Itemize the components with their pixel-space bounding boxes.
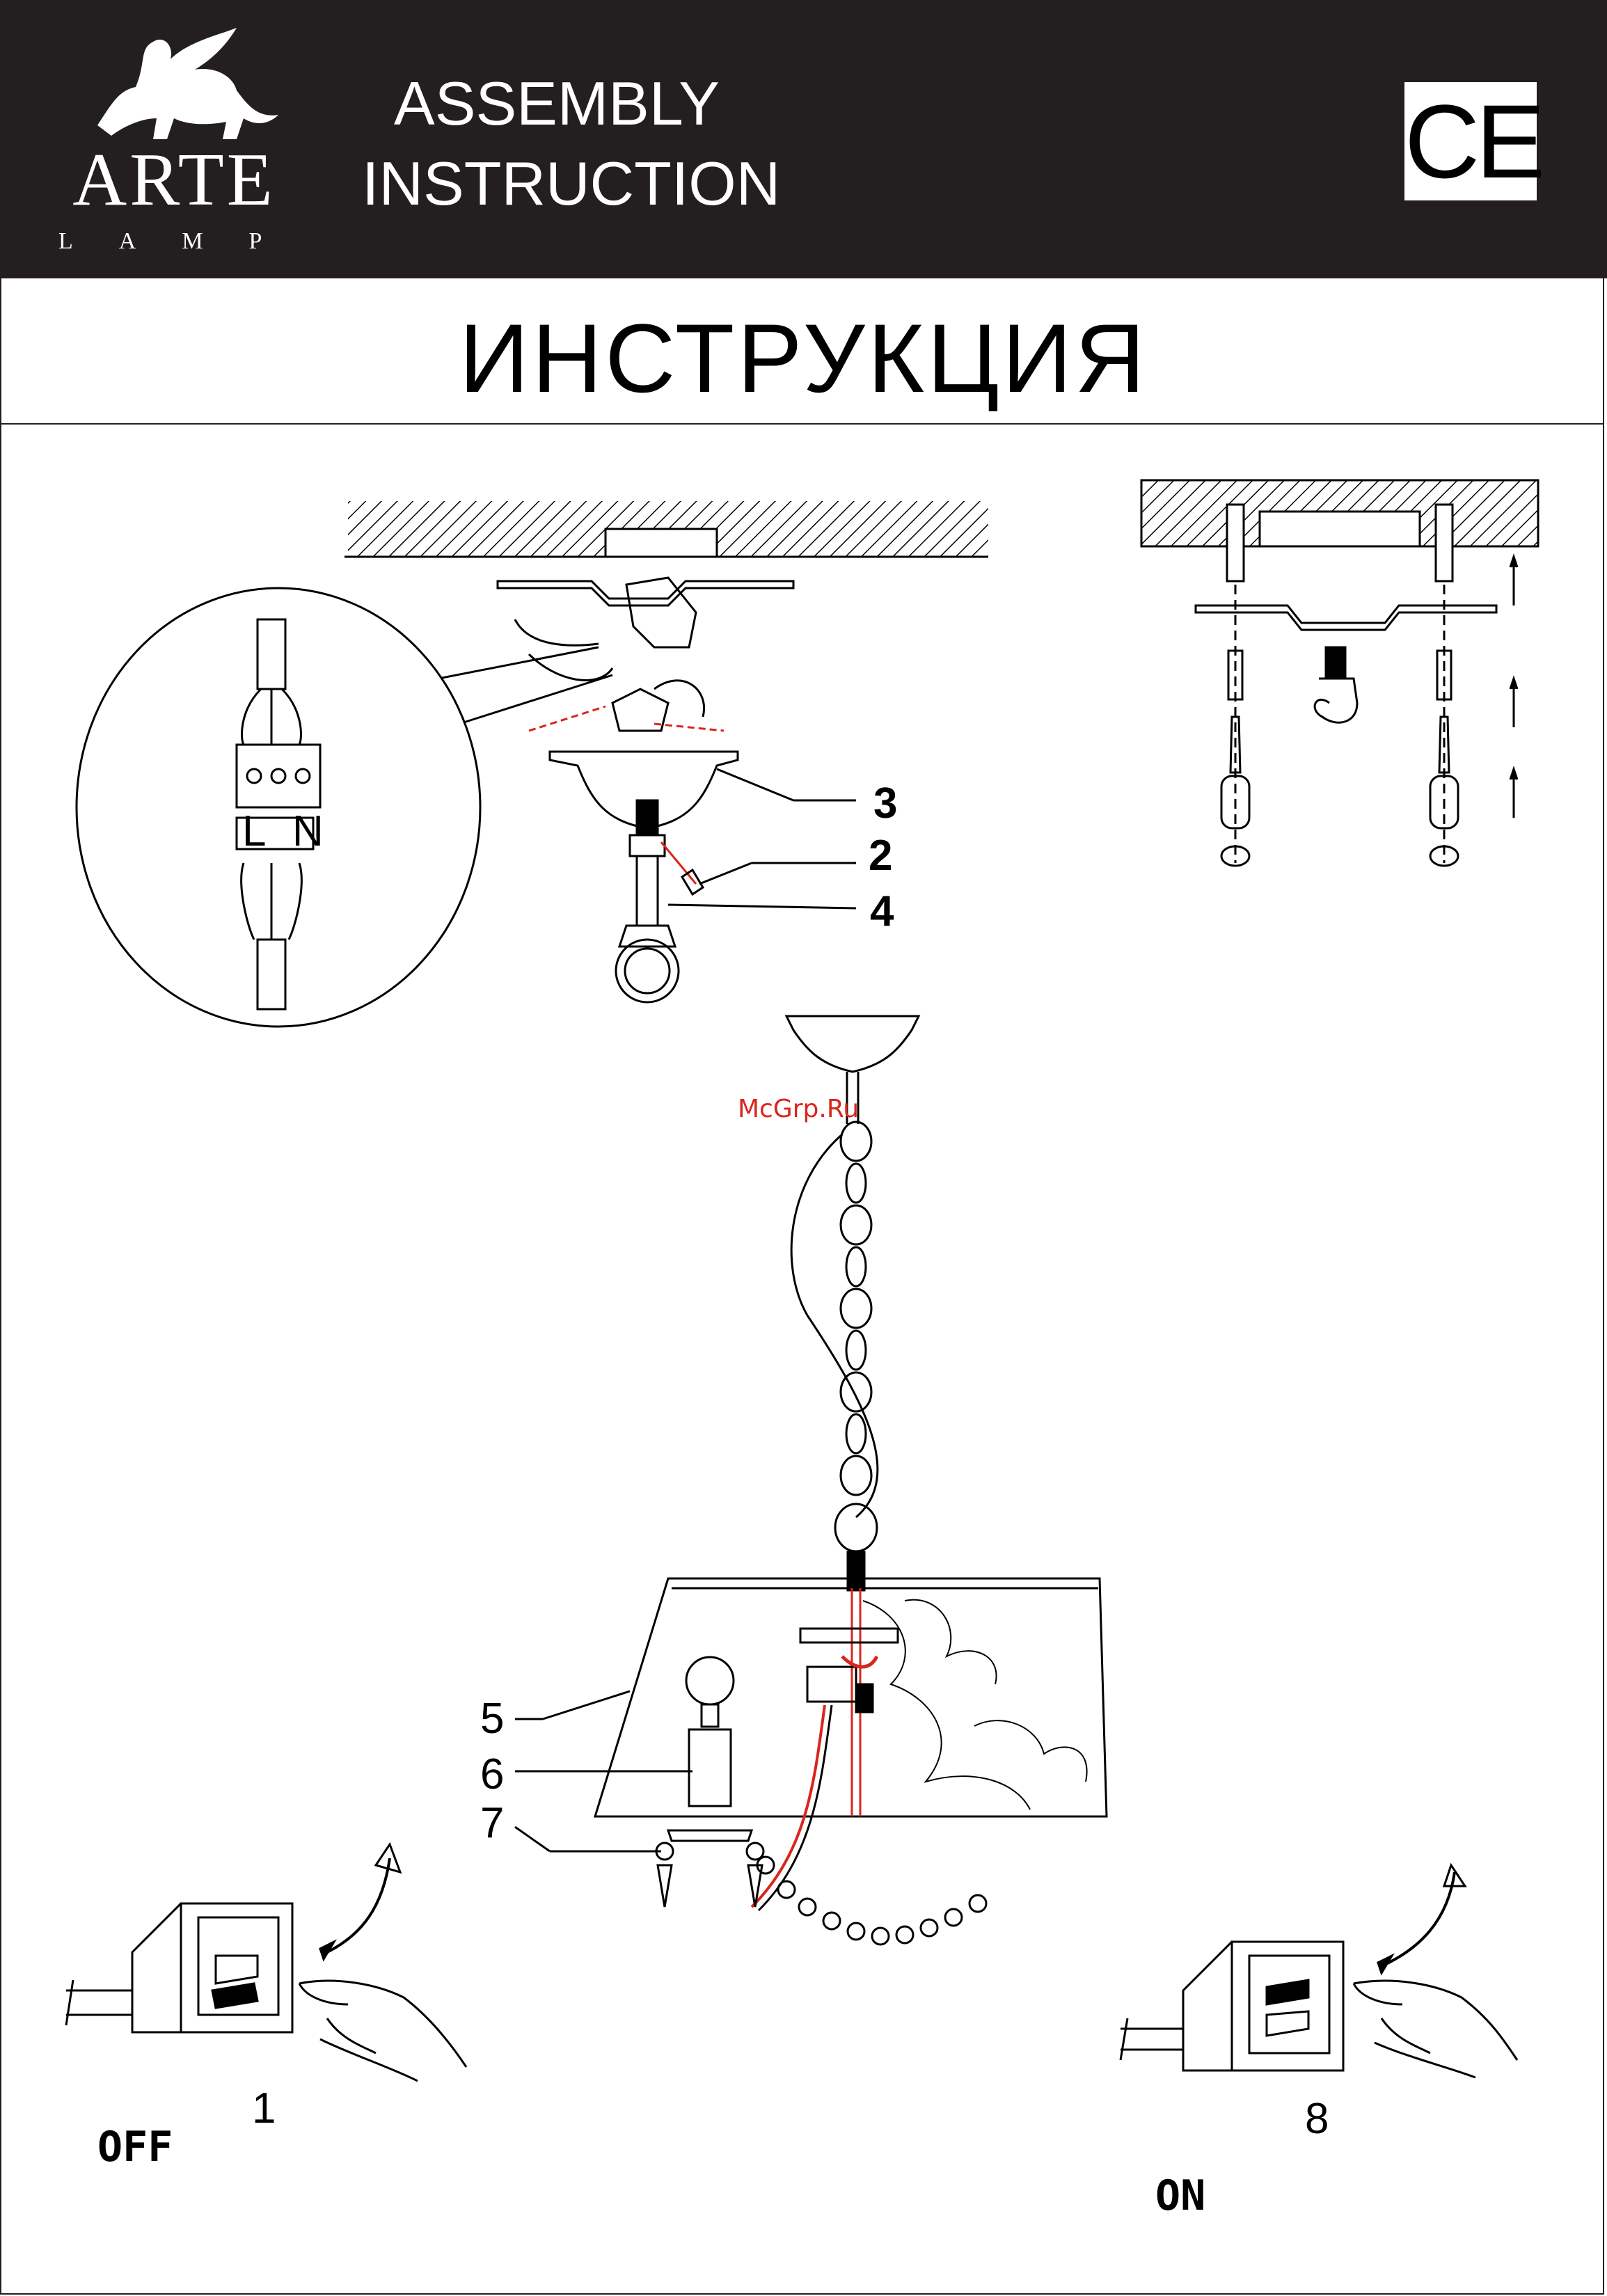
- chandelier-diagram: [515, 1016, 1107, 1945]
- switch-on-diagram: [1121, 1865, 1517, 2077]
- step-1-number: 1: [252, 2084, 276, 2132]
- callout-4: 4: [870, 887, 894, 935]
- terminal-label-n: N: [292, 807, 324, 855]
- terminal-block-zoom: [77, 588, 480, 1027]
- ceiling-anchor-diagram: [1141, 480, 1538, 866]
- step-8-state: ON: [1155, 2171, 1205, 2220]
- callout-7: 7: [480, 1799, 504, 1847]
- callout-6: 6: [480, 1750, 504, 1798]
- step-8-number: 8: [1305, 2095, 1329, 2143]
- step-1-state: OFF: [97, 2123, 173, 2171]
- switch-off-diagram: [66, 1844, 466, 2081]
- callout-3: 3: [873, 779, 897, 828]
- watermark-text: McGrp.Ru: [738, 1095, 859, 1123]
- callout-5: 5: [480, 1695, 504, 1743]
- callout-2: 2: [869, 832, 892, 880]
- terminal-label-l: L: [242, 807, 266, 855]
